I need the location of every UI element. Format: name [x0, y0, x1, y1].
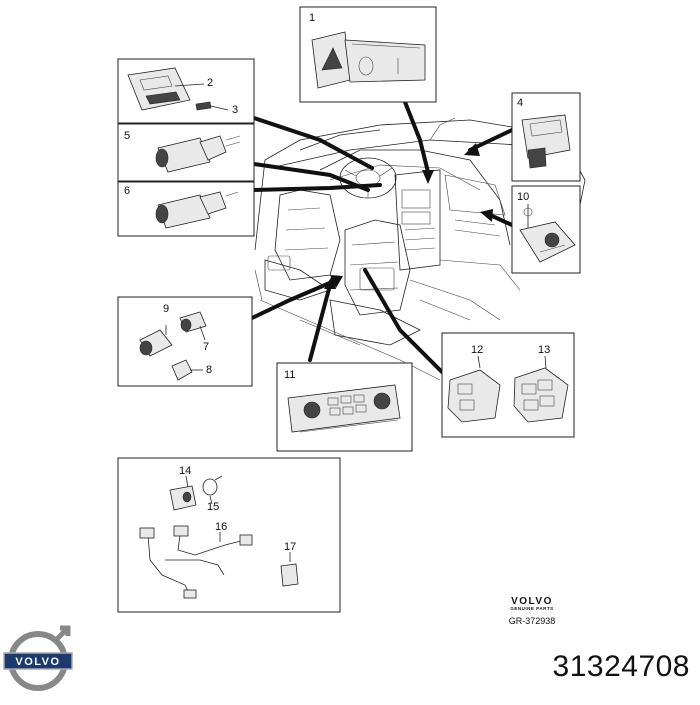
leader-6 [252, 183, 382, 192]
callout-2: 2 [207, 77, 213, 89]
box-9-7-8: 9 7 8 [117, 296, 253, 387]
callout-15: 15 [207, 501, 219, 513]
part-number: 31324708 [552, 650, 690, 683]
callout-13: 13 [538, 344, 550, 356]
volvo-arrow-icon [53, 625, 71, 643]
leader-10 [488, 213, 514, 227]
volvo-logo: VOLVO [3, 625, 73, 691]
leader-11 [308, 283, 332, 362]
plug-17 [280, 563, 299, 587]
box-11: 11 [276, 362, 413, 452]
callout-7: 7 [203, 341, 209, 353]
callout-17: 17 [284, 541, 296, 553]
leader-lines [250, 100, 514, 374]
box-14-17: 14 15 16 17 [117, 457, 341, 613]
callout-12: 12 [471, 344, 483, 356]
leader-10-arrow [480, 209, 493, 222]
wiring-harness-16 [147, 534, 191, 596]
switch-4 [521, 114, 571, 159]
leader-4-arrow [464, 143, 480, 156]
callout-5: 5 [124, 130, 130, 142]
logo-text: VOLVO [15, 656, 60, 668]
leader-2-3 [252, 116, 374, 170]
callout-9: 9 [163, 303, 169, 315]
seat-heater-switch-12 [447, 369, 501, 423]
callout-4: 4 [517, 97, 523, 109]
genuine-parts-mark: VOLVO GENUINE PARTS GR-372938 [492, 596, 572, 626]
callout-3: 3 [232, 104, 238, 116]
leader-12-13 [363, 268, 444, 374]
bulb-8 [171, 359, 193, 381]
box-5: 5 [117, 123, 255, 182]
callout-16: 16 [215, 521, 227, 533]
callout-10: 10 [517, 191, 529, 203]
seat-heater-switch-13 [513, 367, 569, 423]
callout-6: 6 [124, 185, 130, 197]
ring-15 [202, 478, 218, 496]
box-6: 6 [117, 181, 255, 237]
box-1: 1 [299, 6, 437, 103]
leader-9-arrow [330, 275, 343, 288]
leader-1 [403, 100, 430, 174]
brand-subtitle: GENUINE PARTS [510, 606, 554, 611]
box-12-13: 12 13 [441, 332, 575, 438]
callout-14: 14 [179, 465, 191, 477]
callout-1: 1 [309, 12, 315, 24]
box-10: 10 [511, 185, 581, 274]
screw-3 [195, 101, 212, 111]
hazard-triangle-icon [321, 47, 343, 71]
callout-8: 8 [206, 364, 212, 376]
leader-9-7-8 [250, 280, 334, 320]
climate-control-panel-11 [287, 384, 401, 433]
box-2-3: 2 3 [117, 58, 255, 124]
leader-11-arrow [324, 276, 336, 289]
drawing-reference: GR-372938 [508, 616, 556, 626]
leader-1-arrow [422, 170, 434, 184]
brand-name: VOLVO [511, 596, 553, 607]
box-4: 4 [511, 92, 581, 182]
callout-11: 11 [284, 369, 295, 381]
